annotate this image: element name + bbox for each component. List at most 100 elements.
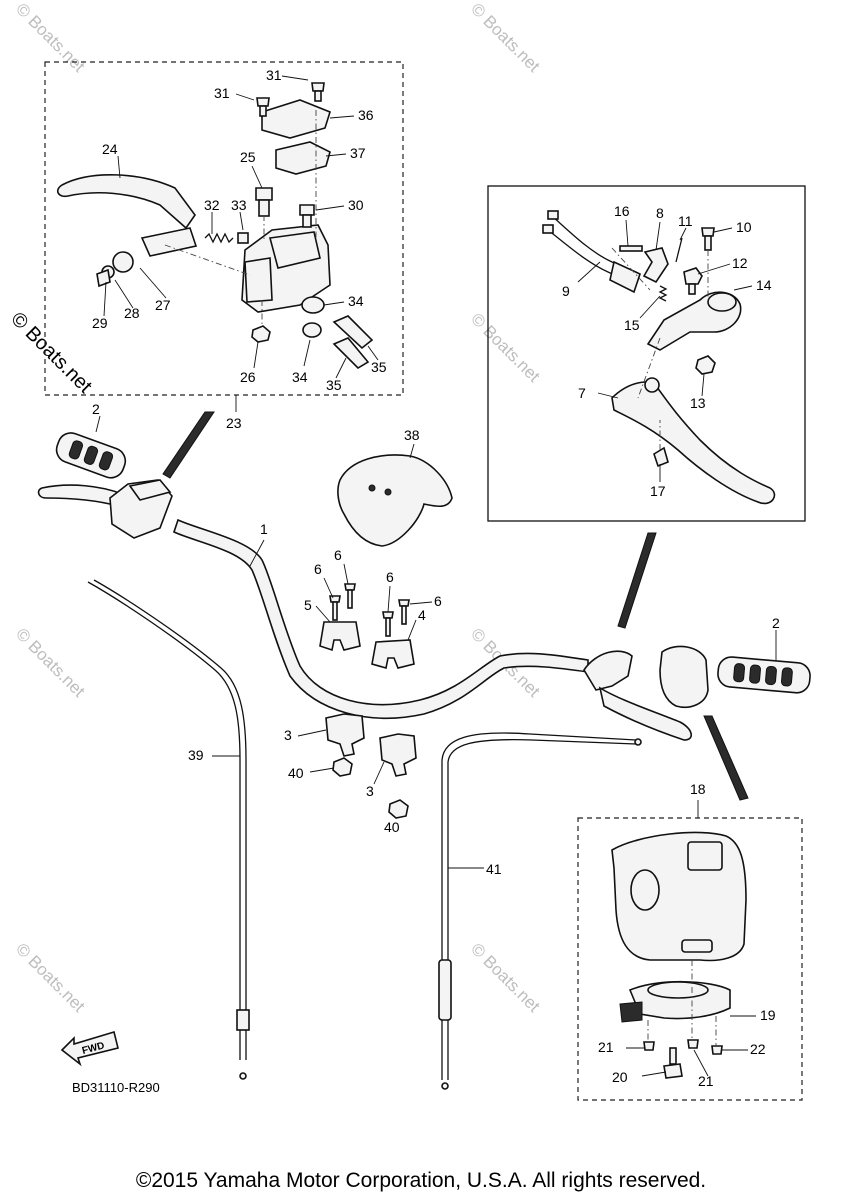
switch-bore — [630, 869, 660, 911]
washer-34a — [301, 296, 325, 314]
callout-27: 27 — [155, 297, 171, 313]
callout-11: 11 — [678, 213, 693, 229]
cable-end-39 — [236, 1009, 250, 1031]
callout-26: 26 — [240, 369, 256, 385]
clutch-lever-on-bar — [598, 686, 692, 741]
nut-40a — [332, 757, 353, 777]
callout-3: 3 — [366, 783, 374, 799]
callout-40: 40 — [288, 765, 304, 781]
assembly-line — [611, 247, 651, 291]
bolt-10 — [701, 227, 715, 237]
leader-lines — [95, 75, 777, 1077]
cable-end-ball — [634, 738, 642, 746]
callout-40: 40 — [384, 819, 400, 835]
bolt-10-shank — [704, 235, 712, 251]
callout-19: 19 — [760, 1007, 776, 1023]
diagram-code: BD31110-R290 — [72, 1080, 160, 1095]
watermark: © Boats.net — [12, 0, 89, 76]
callout-31: 31 — [214, 85, 230, 101]
bolt-6d-shank — [401, 605, 407, 625]
grip-right — [717, 656, 811, 694]
throttle-bore — [647, 981, 709, 999]
callout-23: 23 — [226, 415, 242, 431]
callout-6: 6 — [314, 561, 322, 577]
fwd-arrow-icon: FWD — [60, 1030, 119, 1067]
callout-16: 16 — [614, 203, 630, 219]
watermark: © Boats.net — [467, 939, 544, 1016]
callout-3: 3 — [284, 727, 292, 743]
bolt-30-shank — [302, 214, 312, 228]
nut-26 — [251, 325, 271, 343]
connector-b — [542, 224, 554, 234]
spring-15 — [658, 285, 668, 302]
lever-holder — [140, 227, 198, 257]
callout-34: 34 — [348, 293, 364, 309]
throttle-thumb — [619, 1001, 643, 1023]
callout-arrow — [703, 715, 749, 801]
callout-22: 22 — [750, 1041, 766, 1057]
front-brake-lever — [37, 484, 123, 507]
callout-6: 6 — [334, 547, 342, 563]
callout-41: 41 — [486, 861, 502, 877]
screw-22 — [711, 1045, 723, 1055]
bolt-6d — [398, 599, 410, 607]
inset-box-clutch-lever — [487, 185, 806, 522]
bolt-12 — [683, 267, 703, 285]
callout-2: 2 — [772, 615, 780, 631]
watermark: © Boats.net — [467, 309, 544, 386]
assembly-line — [637, 337, 661, 399]
assembly-line — [164, 244, 251, 276]
callout-4: 4 — [418, 607, 426, 623]
callout-7: 7 — [578, 385, 586, 401]
throttle-cable — [441, 732, 637, 1080]
bolt-6a-shank — [332, 601, 338, 621]
callout-18: 18 — [690, 781, 706, 797]
cable-end-ball — [441, 1082, 449, 1090]
callout-25: 25 — [240, 149, 256, 165]
bolt-25-head — [255, 187, 273, 201]
bolt-6b-shank — [347, 589, 353, 609]
callout-6: 6 — [386, 569, 394, 585]
screw-31b-shank — [314, 90, 322, 102]
callout-37: 37 — [350, 145, 366, 161]
callout-5: 5 — [304, 597, 312, 613]
lower-holder-3a — [325, 713, 365, 757]
screw-31a-shank — [259, 105, 267, 117]
bolt-6a — [329, 595, 341, 603]
screw-21b — [687, 1039, 699, 1049]
watermarks: © Boats.net © Boats.net © Boats.net © Bo… — [6, 0, 543, 1016]
callout-15: 15 — [624, 317, 640, 333]
callout-12: 12 — [732, 255, 748, 271]
callout-labels: 31 31 36 37 24 25 30 32 33 34 27 28 29 3… — [92, 67, 780, 1089]
brake-cable — [87, 581, 241, 1060]
screw-21a — [643, 1041, 655, 1051]
bracket-8 — [642, 247, 669, 284]
watermark: © Boats.net — [467, 0, 544, 76]
cap-36 — [261, 99, 331, 139]
nut-13 — [695, 355, 716, 375]
switch-lead-b — [547, 229, 631, 283]
bolt-20-head — [663, 1063, 683, 1079]
switch-lead-a — [551, 215, 633, 273]
master-cylinder-side — [244, 257, 273, 303]
part-17 — [653, 446, 669, 468]
callout-35: 35 — [326, 377, 342, 393]
callout-32: 32 — [204, 197, 220, 213]
pad-hole — [384, 488, 392, 496]
bolt-35b — [332, 337, 370, 370]
pin-16 — [619, 245, 643, 252]
callout-2: 2 — [92, 401, 100, 417]
callout-29: 29 — [92, 315, 108, 331]
bolt-6c — [382, 611, 394, 619]
bolt-35a — [332, 315, 374, 350]
diaphragm-plate-37 — [275, 141, 331, 175]
callout-10: 10 — [736, 219, 752, 235]
callout-arrow — [617, 532, 657, 629]
nut-27 — [112, 251, 134, 273]
callout-13: 13 — [690, 395, 706, 411]
callout-17: 17 — [650, 483, 666, 499]
washer-34b — [302, 322, 322, 338]
brake-lever — [56, 174, 196, 230]
callout-31: 31 — [266, 67, 282, 83]
